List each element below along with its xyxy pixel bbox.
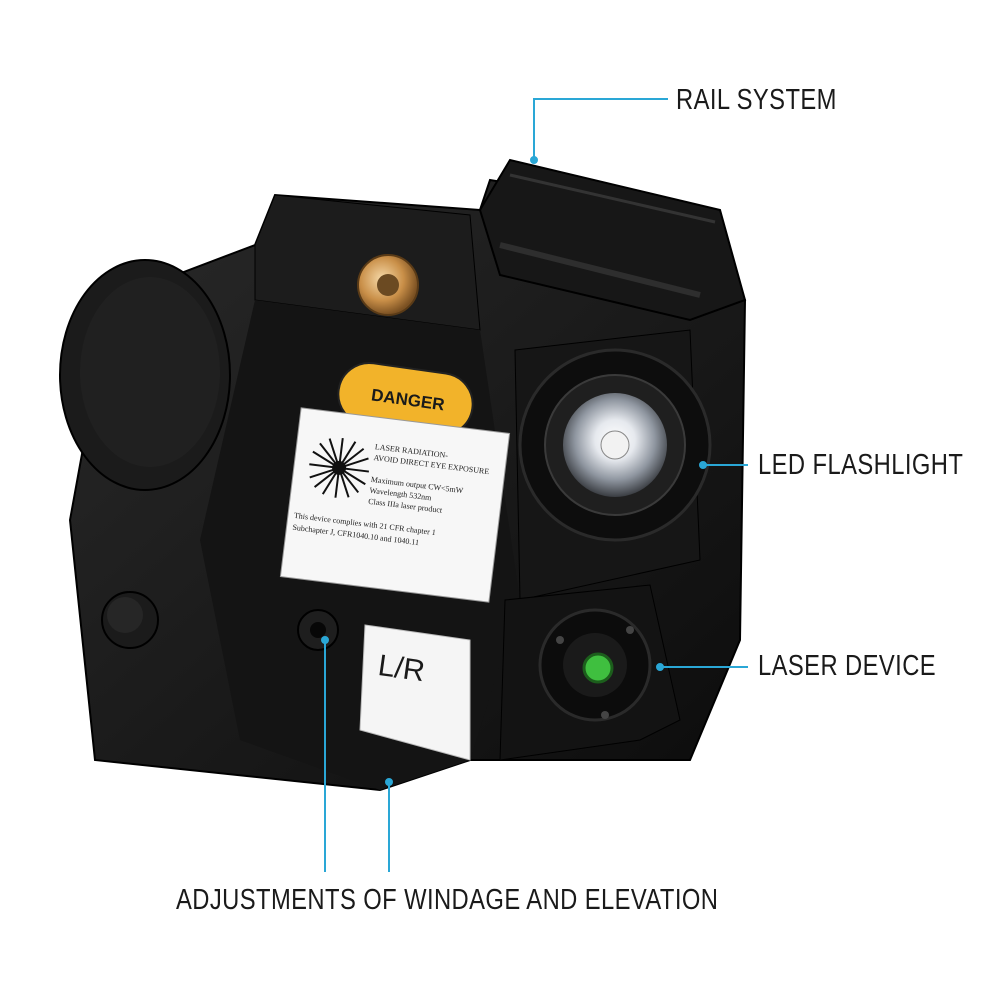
- leader-rail-system: [533, 98, 668, 160]
- rail-system: [478, 158, 747, 322]
- warning-label: LASER RADIATION- AVOID DIRECT EYE EXPOSU…: [279, 407, 511, 603]
- leader-rail-dot: [530, 156, 538, 164]
- adjust-tag: L/R: [359, 624, 471, 761]
- label-adjustments: ADJUSTMENTS OF WINDAGE AND ELEVATION: [176, 884, 719, 916]
- leader-windage-dot: [321, 636, 329, 644]
- leader-lines: [321, 98, 748, 872]
- side-button-icon: [101, 591, 159, 649]
- label-rail-system: RAIL SYSTEM: [676, 84, 837, 116]
- label-laser-device: LASER DEVICE: [758, 650, 937, 682]
- led-flashlight: [514, 329, 712, 601]
- windage-screw-icon: [297, 609, 339, 651]
- laser-device: [499, 584, 681, 761]
- laser-starburst-icon: [309, 438, 370, 498]
- laser-lens-icon: [582, 652, 614, 684]
- brass-screw-icon: [357, 254, 419, 316]
- adjust-tag-text: L/R: [376, 649, 427, 688]
- leader-led-dot: [699, 461, 707, 469]
- label-led-flashlight: LED FLASHLIGHT: [758, 449, 964, 481]
- leader-elevation-dot: [385, 778, 393, 786]
- leader-laser-dot: [656, 663, 664, 671]
